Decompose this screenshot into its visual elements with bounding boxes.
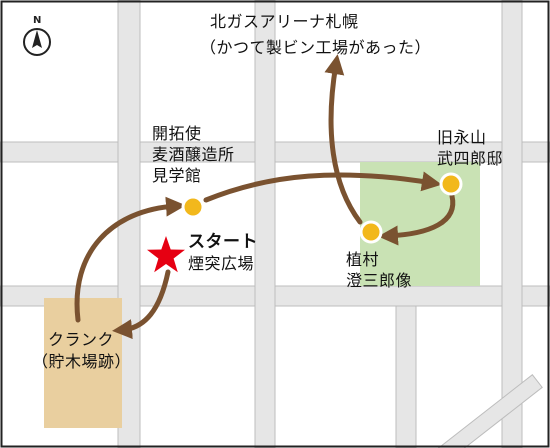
label-crank-line2: （貯木場跡） xyxy=(32,352,132,371)
route-statue-to-arena xyxy=(324,54,363,225)
road-vertical-right xyxy=(501,0,523,448)
label-statue-line1: 植村 xyxy=(346,250,380,269)
label-house-line2: 武四郎邸 xyxy=(437,149,504,168)
route-house-to-statue xyxy=(378,193,456,246)
label-brewery-line1: 開拓使 xyxy=(152,124,202,143)
label-brewery: 開拓使 麦酒醸造所 見学館 xyxy=(152,124,235,185)
compass-needle xyxy=(32,30,42,48)
label-start-title: スタート xyxy=(188,232,258,252)
label-start: スタート 煙突広場 xyxy=(188,232,258,274)
house-point[interactable] xyxy=(439,172,463,196)
label-house-line1: 旧永山 xyxy=(437,128,487,147)
route-crank-to-brewery xyxy=(74,196,186,323)
label-crank-note: （貯木場跡） xyxy=(32,352,131,371)
label-start-subtitle: 煙突広場 xyxy=(188,254,255,273)
label-arena-note: （かつて製ビン工場があった） xyxy=(200,38,431,57)
label-statue: 植村 澄三郎像 xyxy=(346,250,412,290)
start-star-icon[interactable] xyxy=(147,236,185,273)
label-crank: クランク xyxy=(48,330,114,349)
route-brewery-to-house xyxy=(203,171,442,203)
label-brewery-line3: 見学館 xyxy=(152,166,202,185)
north-arrow-icon: N xyxy=(23,15,51,56)
lumberyard-area xyxy=(44,298,122,428)
road-vertical-lower-center xyxy=(395,305,417,448)
statue-point[interactable] xyxy=(359,220,383,244)
label-arena-line1: 北ガスアリーナ札幌 xyxy=(210,12,359,31)
route-arrows xyxy=(74,54,456,340)
label-crank-line1: クランク xyxy=(48,330,115,349)
road-diagonal-band xyxy=(437,374,543,448)
label-arena-line2: （かつて製ビン工場があった） xyxy=(200,38,432,57)
label-arena: 北ガスアリーナ札幌 xyxy=(210,12,359,31)
label-statue-line2: 澄三郎像 xyxy=(346,271,413,290)
compass-letter: N xyxy=(33,15,41,26)
label-brewery-line2: 麦酒醸造所 xyxy=(152,145,235,164)
brewery-point[interactable] xyxy=(181,195,205,219)
label-house: 旧永山 武四郎邸 xyxy=(437,128,503,168)
route-start-to-crank xyxy=(112,269,171,340)
road-vertical-center xyxy=(254,0,276,448)
